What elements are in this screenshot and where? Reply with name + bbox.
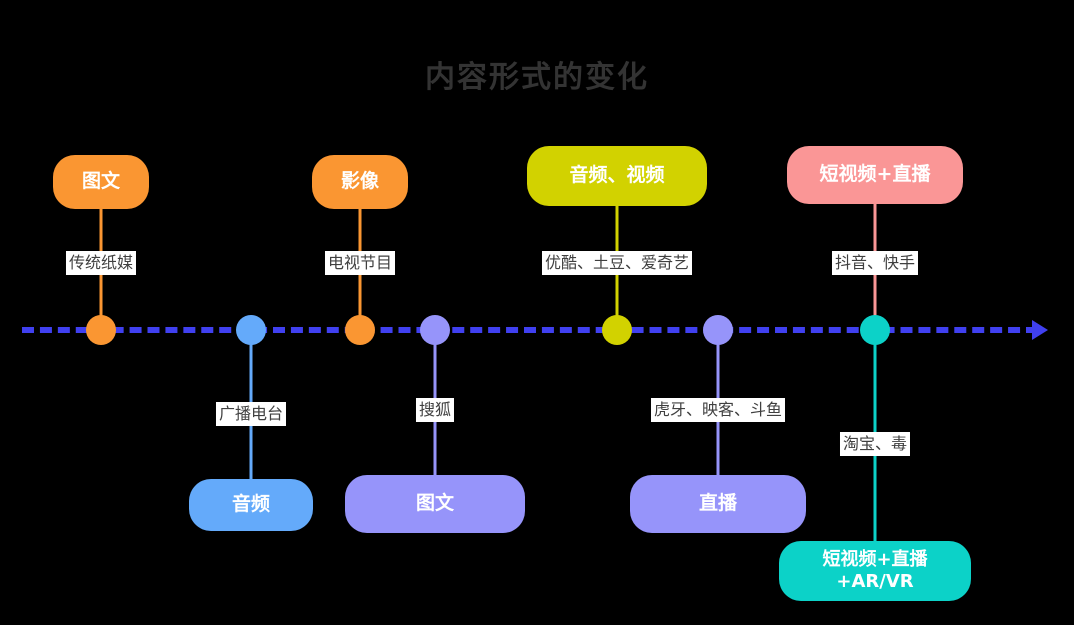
timeline-dot-purple-2[interactable] bbox=[703, 315, 733, 345]
stage-pill-node-1[interactable]: 图文 bbox=[53, 155, 149, 209]
timeline-dot-orange-2[interactable] bbox=[345, 315, 375, 345]
stage-caption-node-7: 抖音、快手 bbox=[831, 251, 919, 275]
stage-caption-node-2: 广播电台 bbox=[215, 402, 287, 426]
timeline-dot-yellow-1[interactable] bbox=[602, 315, 632, 345]
stage-caption-node-3: 电视节目 bbox=[324, 251, 396, 275]
stage-caption-node-5: 优酷、土豆、爱奇艺 bbox=[541, 251, 693, 275]
stage-pill-node-6[interactable]: 直播 bbox=[630, 475, 806, 533]
timeline-axis bbox=[22, 327, 1038, 333]
stage-pill-node-2[interactable]: 音频 bbox=[189, 479, 313, 531]
stage-pill-node-8[interactable]: 短视频+直播 +AR/VR bbox=[779, 541, 971, 601]
stage-pill-node-3[interactable]: 影像 bbox=[312, 155, 408, 209]
stage-pill-node-5[interactable]: 音频、视频 bbox=[527, 146, 707, 206]
timeline-dot-blue-1[interactable] bbox=[236, 315, 266, 345]
stage-pill-node-4[interactable]: 图文 bbox=[345, 475, 525, 533]
timeline-dot-teal-1[interactable] bbox=[860, 315, 890, 345]
timeline-arrow-icon bbox=[1032, 320, 1048, 340]
stage-caption-node-4: 搜狐 bbox=[415, 398, 455, 422]
stage-pill-node-7[interactable]: 短视频+直播 bbox=[787, 146, 963, 204]
stage-caption-node-1: 传统纸媒 bbox=[65, 251, 137, 275]
timeline-dot-orange-1[interactable] bbox=[86, 315, 116, 345]
stage-caption-node-6: 虎牙、映客、斗鱼 bbox=[650, 398, 786, 422]
stage-caption-node-8: 淘宝、毒 bbox=[839, 432, 911, 456]
page-title: 内容形式的变化 bbox=[425, 60, 649, 95]
timeline-dot-purple-1[interactable] bbox=[420, 315, 450, 345]
